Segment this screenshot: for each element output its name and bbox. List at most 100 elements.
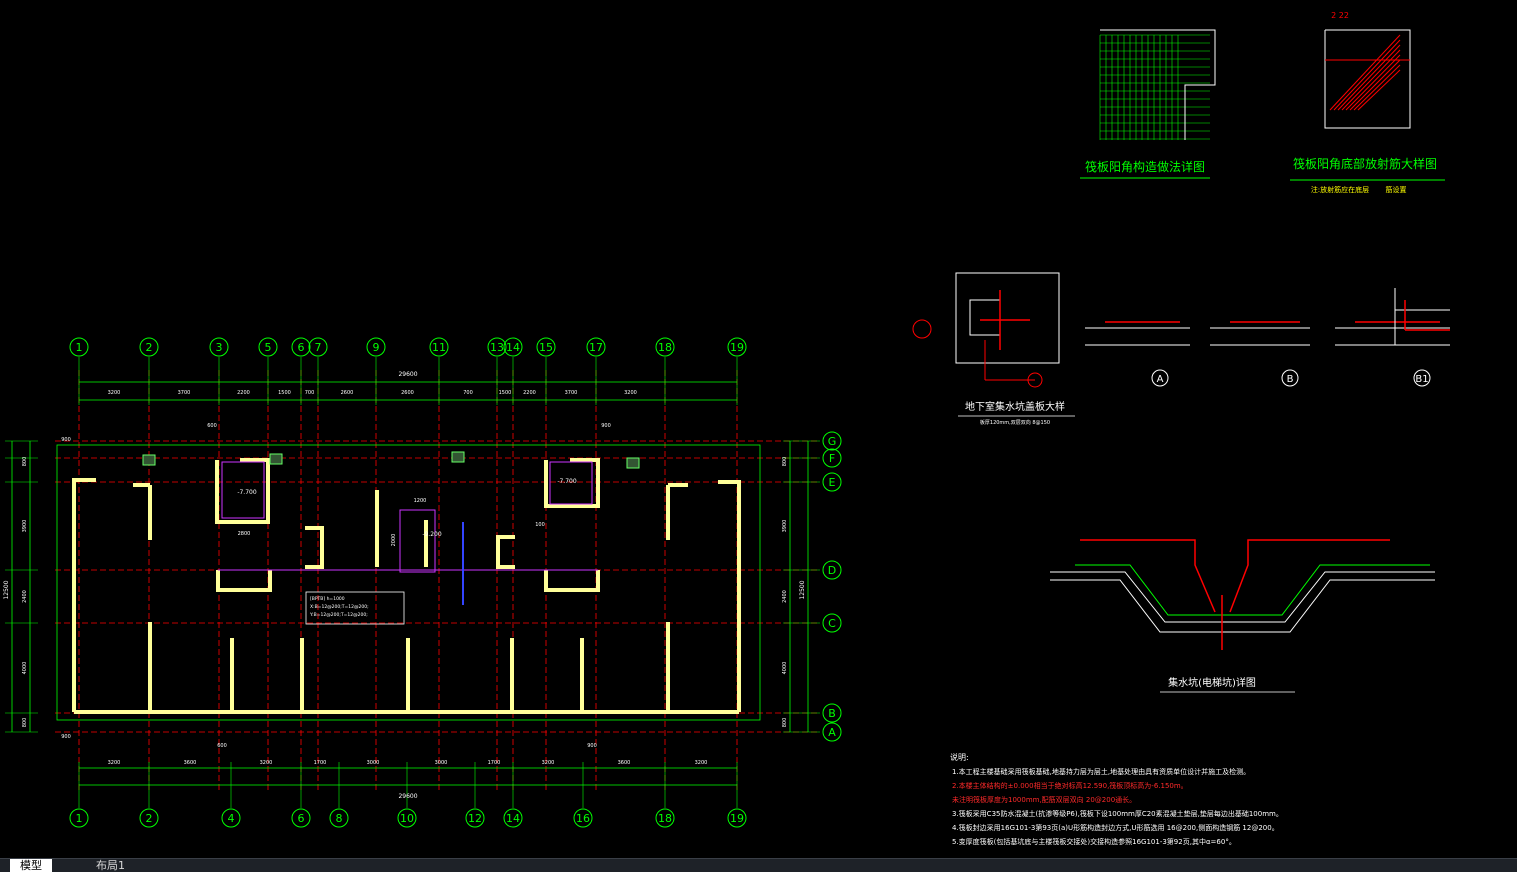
axis-bubble-top-17 [586, 337, 606, 357]
column-marker [626, 457, 640, 469]
axis-bubble-top-15-label: 15 [539, 341, 553, 354]
dim-top: 3200 [624, 390, 637, 396]
dim-top: 1500 [278, 390, 291, 396]
column-marker [142, 454, 156, 466]
detail-outline [1100, 29, 1216, 140]
level-mark: -7.700 [557, 478, 577, 485]
radial-rebar [1337, 44, 1401, 111]
dim-bottom: 3000 [435, 760, 448, 766]
axis-bubble-right-E-label: E [829, 476, 836, 489]
axis-bubble-top-5-label: 5 [265, 341, 272, 354]
wall-c-right [496, 535, 515, 569]
dim-left: 800 [22, 457, 28, 467]
axis-bubble-top-3 [209, 337, 229, 357]
dim-bottom: 3200 [695, 760, 708, 766]
axis-bubble-right-F [822, 448, 842, 468]
axis-bubble-right-F-label: F [829, 452, 835, 465]
shaft-right-lower [544, 570, 600, 592]
pit-outline-center [399, 509, 436, 573]
detail-drawings: 筏板阳角构造做法详图筏板阳角底部放射筋大样图注:放射筋应在底层筋设置2 22地下… [912, 11, 1450, 693]
axis-bubble-bottom-14 [503, 808, 523, 828]
dim-left: 800 [22, 718, 28, 728]
detail-sub-pit-cover: 板厚120mm,双层双向 8@150 [980, 419, 1050, 426]
pit-cover-inner [969, 299, 1001, 336]
dim-left: 3900 [22, 520, 28, 533]
dim-right: 800 [782, 718, 788, 728]
axis-bubble-top-15 [536, 337, 556, 357]
axis-bubble-top-1-label: 1 [76, 341, 83, 354]
axis-bubble-right-C-label: C [828, 617, 836, 630]
column-marker [451, 451, 465, 463]
axis-bubble-bottom-12 [465, 808, 485, 828]
axis-bubble-right-B-label: B [828, 707, 836, 720]
shaft-left [215, 458, 270, 524]
axis-bubble-top-6-label: 6 [298, 341, 305, 354]
axis-bubble-bottom-1-label: 1 [76, 812, 83, 825]
raft-outline [56, 444, 761, 721]
radial-rebar [1357, 69, 1401, 111]
axis-bubble-top-18 [655, 337, 675, 357]
sump-top [1050, 571, 1435, 623]
axis-bubble-right-A-label: A [828, 726, 836, 739]
pit-dim: 1200 [414, 498, 427, 504]
axis-bubble-top-7-label: 7 [315, 341, 322, 354]
detail-title-raft-bottom: 筏板阳角底部放射筋大样图 [1293, 156, 1437, 171]
section-label: B [1287, 374, 1294, 385]
axis-bubble-top-19-label: 19 [730, 341, 744, 354]
radial-rebar [1349, 59, 1401, 111]
detail-title-raft-corner: 筏板阳角构造做法详图 [1085, 159, 1205, 174]
dim-top: 3200 [108, 390, 121, 396]
notes-line: 2.本楼主体结构的±0.000相当于绝对标高12.590,筏板顶标高为-6.15… [952, 781, 1188, 790]
detail-title-sump: 集水坑(电梯坑)详图 [1168, 676, 1256, 689]
notes-line: 1.本工程主楼基础采用筏板基础,地基持力层为层土,地基处理由具有资质单位设计并施… [952, 767, 1250, 776]
radial-rebar [1341, 49, 1401, 111]
axis-bubble-top-13 [487, 337, 507, 357]
offset-label: 900 [587, 743, 597, 749]
notes-line: 4.筏板封边采用16G101-3第93页(a)U形筋构造封边方式,U形筋选用 1… [952, 823, 1279, 832]
axis-bubble-top-9 [366, 337, 386, 357]
axis-bubble-top-18-label: 18 [658, 341, 672, 354]
axis-bubble-bottom-18 [655, 808, 675, 828]
dim-bottom: 1700 [488, 760, 501, 766]
dim-bottom: 3200 [542, 760, 555, 766]
plan-note-box [305, 591, 405, 625]
axis-bubble-bottom-10 [397, 808, 417, 828]
offset-label: 600 [207, 423, 217, 429]
pit-outline-right [549, 461, 593, 505]
level-mark: -7.700 [237, 489, 257, 496]
axis-bubble-top-7 [308, 337, 328, 357]
dim-right-total: 12500 [799, 580, 806, 599]
section-bubble-sec-B [1281, 369, 1299, 387]
notes-line: 5.变厚度筏板(包括基坑底与主楼筏板交接处)交接构造参照16G101-3第92页… [952, 837, 1236, 846]
dim-top: 2600 [341, 390, 354, 396]
sump-bottom [1050, 579, 1435, 633]
section-bubble [912, 319, 932, 339]
dim-right: 800 [782, 457, 788, 467]
tab-layout1[interactable]: 布局1 [96, 859, 125, 872]
axis-bubble-right-D [822, 560, 842, 580]
detail-outline-2 [1324, 29, 1411, 129]
dim-top-total: 29600 [398, 371, 417, 378]
axis-bubble-top-3-label: 3 [216, 341, 223, 354]
tab-model[interactable]: 模型 [10, 859, 52, 872]
dim-right: 2400 [782, 590, 788, 603]
dim-top: 3700 [178, 390, 191, 396]
axis-bubble-bottom-4 [221, 808, 241, 828]
detail-sub-note: 筋设置 [1386, 185, 1407, 194]
sump-rebar-green [1075, 564, 1430, 616]
notes-heading: 说明: [950, 752, 969, 762]
axis-bubble-bottom-6-label: 6 [298, 812, 305, 825]
axis-bubble-bottom-16 [573, 808, 593, 828]
dim-top: 700 [305, 390, 315, 396]
axis-bubble-top-17-label: 17 [589, 341, 603, 354]
axis-bubble-bottom-19 [727, 808, 747, 828]
pit-dim: 2800 [238, 531, 251, 537]
column-marker [269, 453, 283, 465]
offset-label: 900 [601, 423, 611, 429]
axis-bubble-right-E [822, 472, 842, 492]
layout-tab-bar: 模型 布局1 [0, 858, 1517, 872]
detail-title-pit-cover: 地下室集水坑盖板大样 [965, 400, 1065, 413]
axis-bubble-bottom-8 [329, 808, 349, 828]
section-bubble-sec-A [1151, 369, 1169, 387]
